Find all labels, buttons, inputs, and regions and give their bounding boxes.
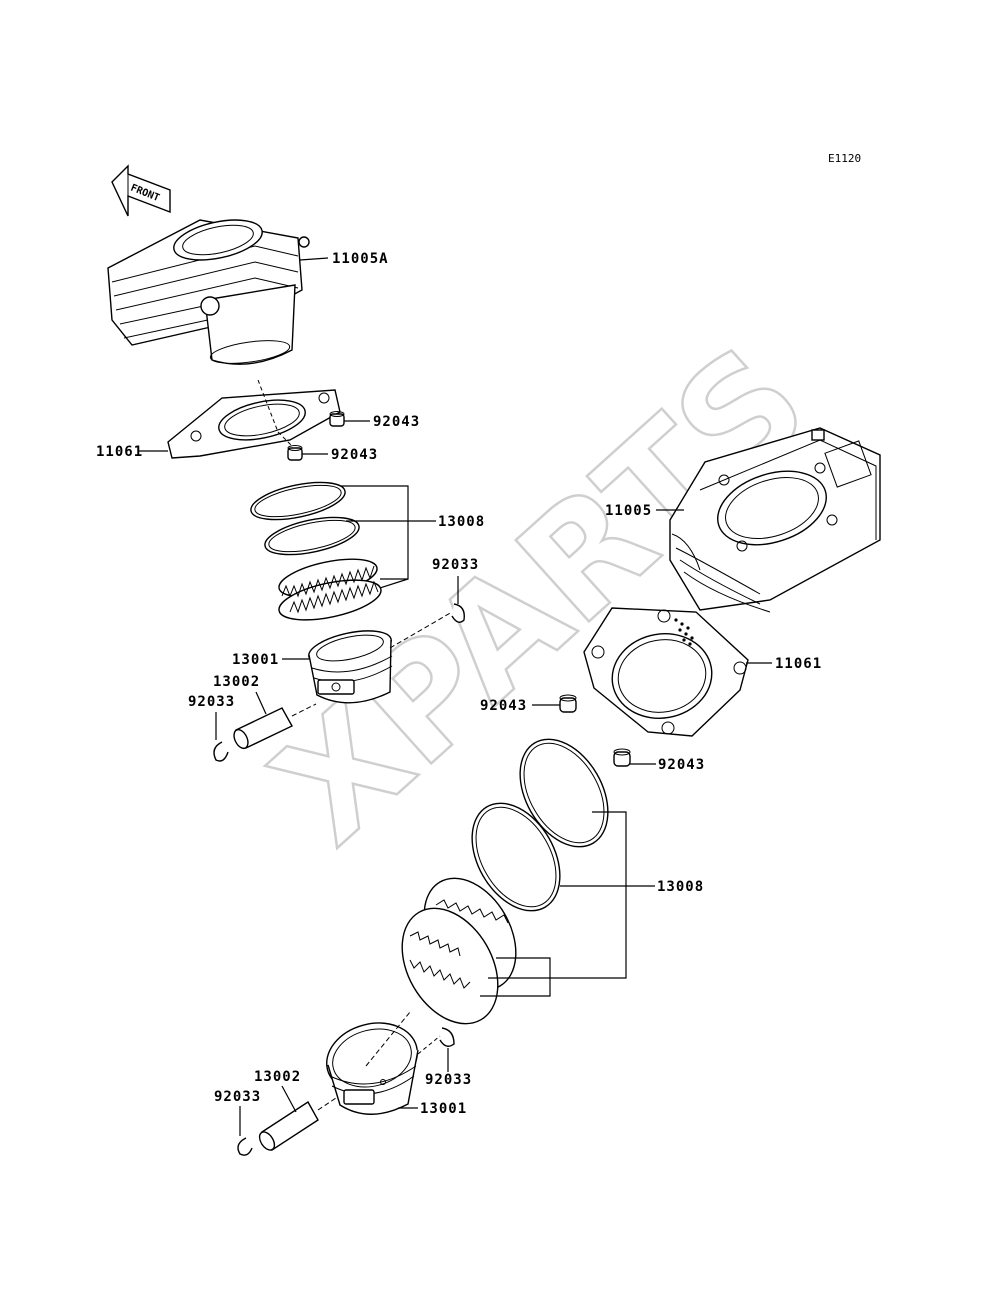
callout-92033-top-left: 92033 <box>188 694 235 710</box>
piston-rings-rear <box>401 738 609 1025</box>
cylinder-gasket-rear <box>583 607 749 737</box>
circlip-top-left <box>213 741 229 762</box>
piston-front <box>308 630 393 704</box>
cylinder-gasket-front <box>167 389 341 459</box>
dowel-pin-bottom-1 <box>559 694 577 713</box>
callout-11005a: 11005A <box>332 251 389 267</box>
cylinder-rear-part <box>669 427 881 613</box>
callout-92043-top-1: 92043 <box>373 414 420 430</box>
circlip-bottom-left <box>237 1137 253 1156</box>
callout-13008-bottom: 13008 <box>657 879 704 895</box>
circlip-top-right <box>451 603 465 623</box>
circlip-bottom-right <box>439 1027 455 1047</box>
callout-13002-bottom: 13002 <box>254 1069 301 1085</box>
cylinder-front-part <box>107 219 310 365</box>
callout-11061-bottom: 11061 <box>775 656 822 672</box>
callout-13002-top: 13002 <box>213 674 260 690</box>
piston-pin-front <box>233 707 293 750</box>
callout-92033-top-right: 92033 <box>432 557 479 573</box>
callout-13001-bottom: 13001 <box>420 1101 467 1117</box>
callout-92043-bottom-2: 92043 <box>658 757 705 773</box>
callout-92043-top-2: 92043 <box>331 447 378 463</box>
front-arrow-icon: FRONT <box>111 164 171 217</box>
callout-13001-top: 13001 <box>232 652 279 668</box>
dowel-pin-top-2 <box>287 445 303 461</box>
callout-92033-bottom-left: 92033 <box>214 1089 261 1105</box>
diagram-code: E1120 <box>828 152 861 165</box>
callout-13008-top: 13008 <box>438 514 485 530</box>
callout-11005: 11005 <box>605 503 652 519</box>
callout-11061-top: 11061 <box>96 444 143 460</box>
callout-92033-bottom-right: 92033 <box>425 1072 472 1088</box>
dowel-pin-bottom-2 <box>613 748 631 767</box>
piston-pin-rear <box>258 1101 319 1151</box>
piston-rings-front <box>250 481 382 621</box>
dowel-pin-top-1 <box>329 411 345 427</box>
callout-92043-bottom-1: 92043 <box>480 698 527 714</box>
